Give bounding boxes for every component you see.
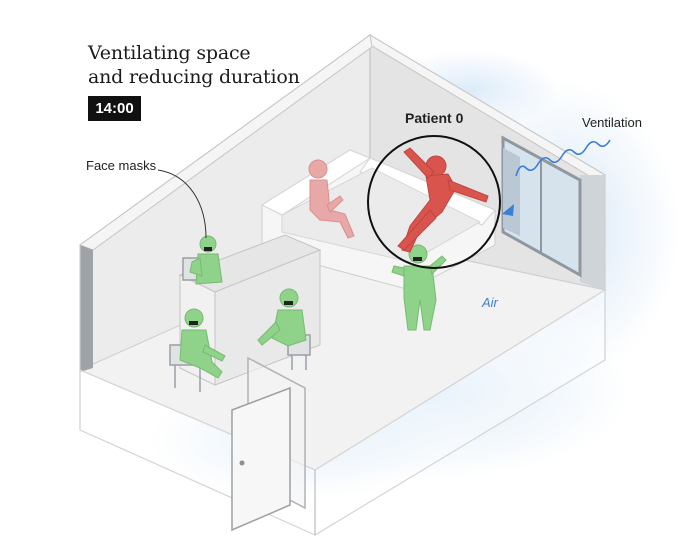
face-masks-label: Face masks [86,158,156,173]
title-line-1: Ventilating space [88,41,300,65]
diagram-title: Ventilating space and reducing duration [88,41,300,89]
wall-edge-column [80,245,93,372]
time-badge: 14:00 [88,96,141,121]
title-line-2: and reducing duration [88,65,300,89]
ventilation-label: Ventilation [582,115,642,130]
door-handle-icon [240,461,245,466]
patient-label: Patient 0 [405,110,463,126]
air-label: Air [482,295,498,310]
right-wall-edge [580,175,605,290]
window-open-pane [503,148,520,236]
